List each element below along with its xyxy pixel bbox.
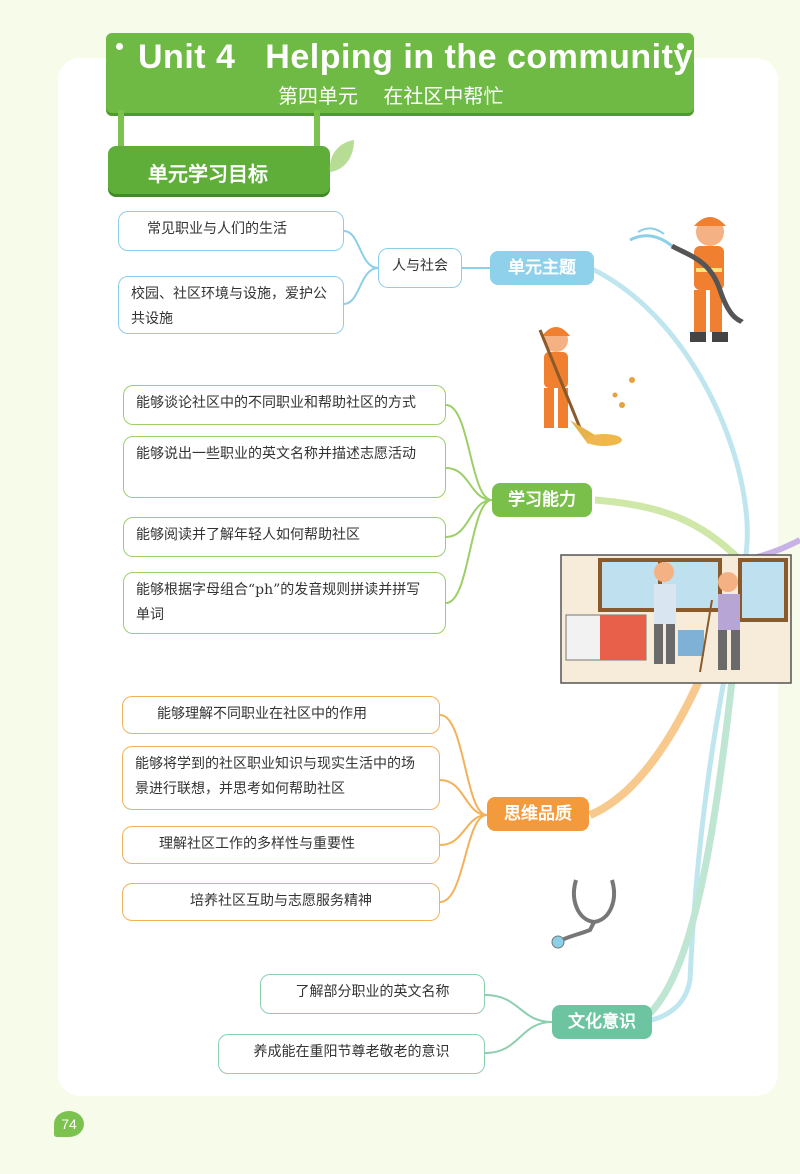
ability-item-1: 能够谈论社区中的不同职业和帮助社区的方式 — [123, 385, 446, 425]
cleaning-scene-illustration — [560, 554, 792, 684]
culture-item-2: 养成能在重阳节尊老敬老的意识 — [218, 1034, 485, 1074]
theme-item-2: 校园、社区环境与设施，爱护公共设施 — [118, 276, 344, 334]
banner-stand-left — [118, 110, 124, 155]
topic-thinking: 思维品质 — [487, 797, 589, 831]
thinking-item-2: 能够将学到的社区职业知识与现实生活中的场景进行联想，并思考如何帮助社区 — [122, 746, 440, 810]
page-number: 74 — [54, 1111, 84, 1137]
topic-ability: 学习能力 — [492, 483, 592, 517]
culture-item-1: 了解部分职业的英文名称 — [260, 974, 485, 1014]
ability-item-2: 能够说出一些职业的英文名称并描述志愿活动 — [123, 436, 446, 498]
firefighter-illustration — [629, 217, 744, 342]
ability-item-4: 能够根据字母组合“ph”的发音规则拼读并拼写单词 — [123, 572, 446, 634]
unit-banner — [106, 33, 694, 113]
theme-middle-node: 人与社会 — [378, 248, 462, 288]
topic-culture: 文化意识 — [552, 1005, 652, 1039]
thinking-item-3: 理解社区工作的多样性与重要性 — [122, 826, 440, 864]
thinking-item-4: 培养社区互助与志愿服务精神 — [122, 883, 440, 921]
unit-subtitle: 第四单元 在社区中帮忙 — [278, 84, 504, 108]
unit-title: Unit 4 Helping in the community — [138, 38, 693, 76]
thinking-item-1: 能够理解不同职业在社区中的作用 — [122, 696, 440, 734]
goal-label: 单元学习目标 — [148, 162, 268, 186]
banner-stand-right — [314, 110, 320, 155]
street-sweeper-illustration — [538, 327, 635, 446]
theme-item-1: 常见职业与人们的生活 — [118, 211, 344, 251]
goal-banner — [108, 146, 330, 194]
leaf-icon — [329, 140, 354, 172]
stethoscope-illustration — [551, 879, 616, 949]
ability-item-3: 能够阅读并了解年轻人如何帮助社区 — [123, 517, 446, 557]
topic-theme: 单元主题 — [490, 251, 594, 285]
